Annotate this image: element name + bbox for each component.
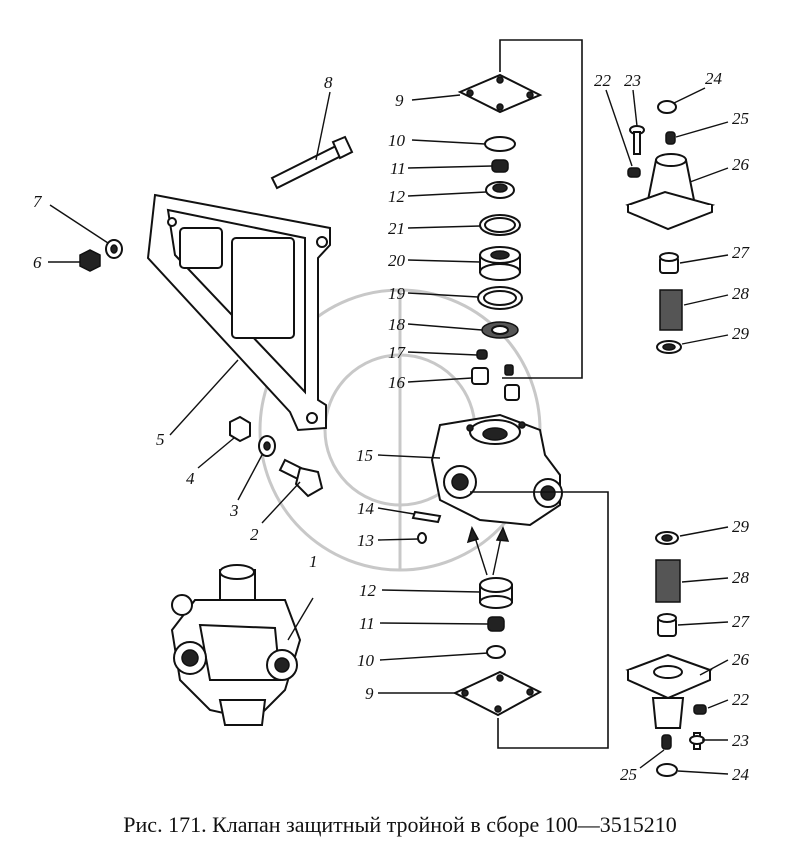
part-22-nut-top [605, 89, 641, 178]
part-28-spring-top [659, 289, 729, 331]
part-12-valve-bottom [381, 577, 513, 609]
label-16: 16 [388, 373, 406, 392]
label-25-top: 25 [732, 109, 749, 128]
label-7: 7 [33, 192, 43, 211]
label-28-bottom: 28 [732, 568, 750, 587]
label-3: 3 [229, 501, 239, 520]
part-9-cover-bottom [378, 670, 543, 717]
part-11-spring-bottom [379, 616, 505, 632]
label-22-bottom: 22 [732, 690, 750, 709]
label-26-bottom: 26 [732, 650, 750, 669]
label-9-bottom: 9 [365, 684, 374, 703]
label-10-bottom: 10 [357, 651, 375, 670]
part-16-sleeve [407, 364, 520, 401]
diagram-canvas: 1 2 3 4 5 6 7 8 9 10 11 12 21 20 19 18 1… [33, 39, 751, 784]
label-24-bottom: 24 [732, 765, 750, 784]
part-13-ball [377, 532, 427, 544]
label-9-top: 9 [395, 91, 404, 110]
label-11-bottom: 11 [359, 614, 375, 633]
part-20-piston [407, 246, 521, 281]
part-1-valve-assembly [170, 564, 314, 726]
part-29-washer-bottom [655, 526, 729, 545]
label-12-bottom: 12 [359, 581, 377, 600]
part-24-cap-top [657, 87, 706, 114]
leader-5 [169, 359, 239, 436]
part-26-housing-top [625, 153, 729, 231]
part-21-ring [407, 214, 521, 236]
assembly-arrows [466, 526, 510, 576]
part-12-valve-top [407, 181, 515, 199]
label-11-top: 11 [390, 159, 406, 178]
part-9-cover-top [411, 73, 543, 114]
label-19: 19 [388, 284, 406, 303]
part-22-nut-bottom [693, 699, 729, 715]
part-10-disc-bottom [379, 645, 506, 661]
label-23-bottom: 23 [732, 731, 749, 750]
part-14-pin [377, 507, 442, 524]
part-26-housing-bottom [625, 653, 729, 729]
label-12-top: 12 [388, 187, 406, 206]
part-27-plunger-top [659, 252, 729, 274]
label-8: 8 [324, 73, 333, 92]
part-7-washer [49, 204, 123, 259]
label-27-top: 27 [732, 243, 751, 262]
label-29-top: 29 [732, 324, 750, 343]
part-28-spring-bottom [655, 559, 729, 603]
label-28-top: 28 [732, 284, 750, 303]
label-26-top: 26 [732, 155, 750, 174]
label-18: 18 [388, 315, 406, 334]
part-10-disc-top [411, 136, 516, 152]
label-17: 17 [388, 343, 407, 362]
label-10-top: 10 [388, 131, 406, 150]
part-8-bolt [270, 91, 354, 190]
part-29-washer-top [656, 334, 729, 354]
label-24-top: 24 [705, 69, 723, 88]
label-23-top: 23 [624, 71, 641, 90]
part-5-bracket [146, 193, 331, 432]
part-25-pin-bottom [639, 734, 672, 769]
part-23-screw-bottom [689, 732, 728, 750]
part-24-cap-bottom [656, 763, 729, 777]
label-1: 1 [309, 552, 318, 571]
part-18-membrane [407, 321, 519, 339]
figure-caption: Рис. 171. Клапан защитный тройной в сбор… [123, 812, 677, 837]
label-22-top: 22 [594, 71, 612, 90]
label-14: 14 [357, 499, 375, 518]
part-11-spring-top [407, 159, 509, 173]
label-2: 2 [250, 525, 259, 544]
label-20: 20 [388, 251, 406, 270]
label-6: 6 [33, 253, 42, 272]
part-17-spring-small [407, 349, 488, 360]
part-6-nut [48, 249, 101, 272]
part-23-screw-top [629, 89, 645, 155]
part-labels: 1 2 3 4 5 6 7 8 9 10 11 12 21 20 19 18 1… [33, 69, 751, 784]
label-13: 13 [357, 531, 374, 550]
part-27-plunger-bottom [657, 613, 729, 637]
part-4-nut [197, 415, 251, 469]
label-25-bottom: 25 [620, 765, 637, 784]
part-2-bolt [261, 458, 324, 524]
group-frames [470, 39, 609, 749]
part-19-seal-ring [407, 286, 523, 310]
part-3-washer [237, 435, 276, 501]
label-27-bottom: 27 [732, 612, 751, 631]
label-5: 5 [156, 430, 165, 449]
part-15-valve-body [377, 413, 563, 527]
label-21: 21 [388, 219, 405, 238]
label-15: 15 [356, 446, 373, 465]
label-4: 4 [186, 469, 195, 488]
label-29-bottom: 29 [732, 517, 750, 536]
part-25-pin-top [665, 121, 729, 145]
